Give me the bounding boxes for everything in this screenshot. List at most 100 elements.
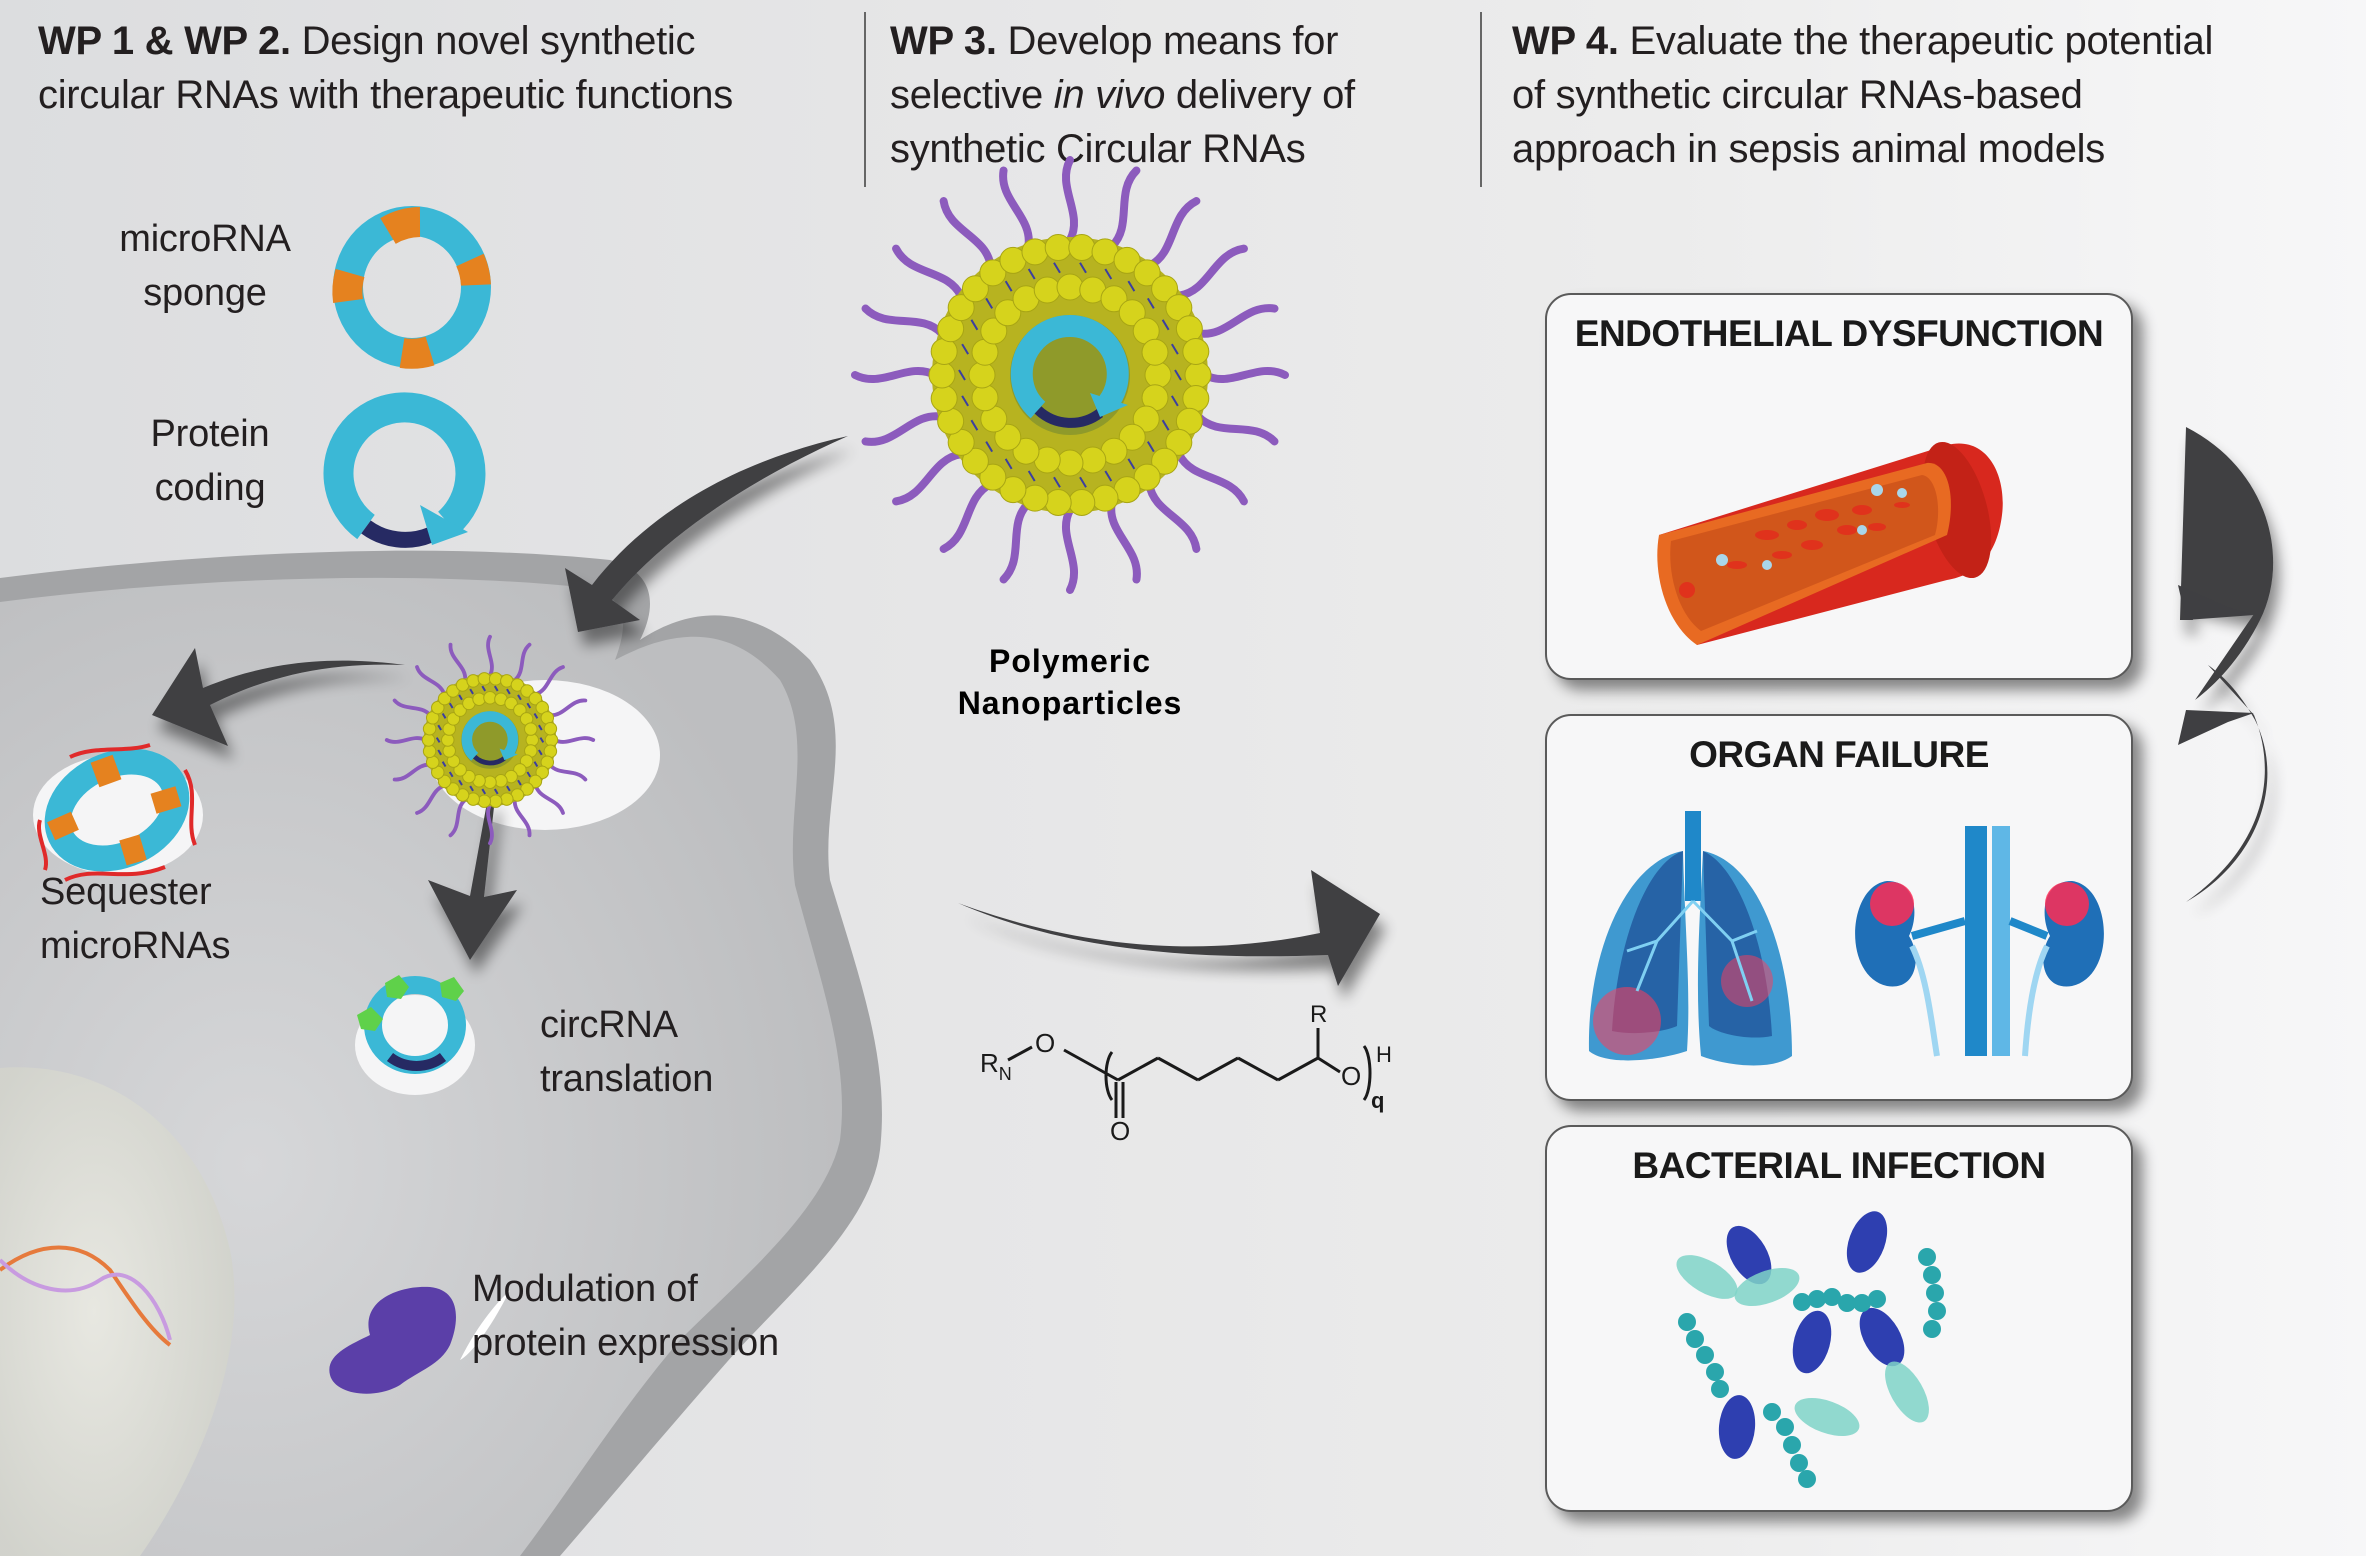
lungs-icon bbox=[1588, 811, 1792, 1066]
np-bead bbox=[937, 407, 965, 435]
header-wp4-line2: of synthetic circular RNAs-based bbox=[1512, 73, 2083, 117]
coccus bbox=[1928, 1302, 1946, 1320]
np-linker bbox=[961, 343, 969, 355]
sequester-label-line2: microRNAs bbox=[40, 925, 231, 967]
np-linker bbox=[437, 749, 442, 756]
coccus bbox=[1923, 1320, 1941, 1338]
translation-label: circRNA translation bbox=[540, 998, 713, 1106]
np-linker bbox=[493, 788, 499, 795]
np-linker bbox=[1053, 262, 1061, 274]
panel-bacterial-infection: BACTERIAL INFECTION bbox=[1545, 1125, 2133, 1512]
np-linker bbox=[493, 685, 499, 692]
np-linker bbox=[985, 297, 994, 309]
translation-label-line2: translation bbox=[540, 1058, 714, 1100]
np-linker bbox=[985, 441, 994, 453]
np-linker bbox=[441, 761, 447, 768]
arrow-to-cell bbox=[565, 436, 848, 632]
np-bead bbox=[422, 744, 437, 759]
peg-chain bbox=[448, 797, 468, 838]
peg-chain bbox=[415, 665, 447, 697]
flagellated-bacterium bbox=[1885, 1361, 1929, 1423]
peg-chain bbox=[486, 634, 494, 678]
header-wp3-line3: synthetic Circular RNAs bbox=[890, 127, 1306, 171]
structure-bonds bbox=[1007, 1028, 1372, 1118]
polymeric-nanoparticle-icon bbox=[851, 156, 1289, 594]
np-bead bbox=[544, 733, 559, 747]
structure-o-carbonyl: O bbox=[1110, 1116, 1130, 1146]
np-bead bbox=[1133, 463, 1161, 491]
np-bead bbox=[979, 463, 1007, 491]
coccus bbox=[1798, 1470, 1816, 1488]
bacteria-icon bbox=[1676, 1211, 1946, 1488]
polymer-chemical-structure: RN O O R O H q bbox=[980, 1001, 1392, 1146]
rod-bacterium bbox=[1718, 1395, 1756, 1459]
np-linker bbox=[448, 702, 454, 709]
panel-title-bacterial: BACTERIAL INFECTION bbox=[1632, 1145, 2046, 1186]
coccus bbox=[1918, 1248, 1936, 1266]
peg-chain bbox=[392, 698, 433, 718]
np-bead bbox=[968, 361, 996, 389]
coccus bbox=[1706, 1363, 1724, 1381]
np-bead bbox=[961, 275, 989, 303]
rod-bacterium bbox=[1859, 1307, 1905, 1367]
nanoparticle-label-line1: Polymeric bbox=[989, 643, 1151, 679]
peg-chain bbox=[547, 698, 588, 718]
np-bead bbox=[528, 774, 543, 789]
header-wp4-bold: WP 4. bbox=[1512, 19, 1619, 63]
protein-coding-label-line2: coding bbox=[154, 467, 266, 509]
peg-chain bbox=[1175, 450, 1248, 506]
np-linker bbox=[958, 369, 966, 381]
red-blood-cells bbox=[1679, 502, 1910, 598]
peg-chain bbox=[851, 366, 939, 384]
np-linker bbox=[517, 694, 522, 701]
np-linker bbox=[506, 688, 511, 695]
arrow-endothelial-to-organ bbox=[2180, 427, 2274, 700]
np-bead bbox=[1133, 259, 1161, 287]
arrow-to-translation bbox=[428, 797, 517, 960]
coccus bbox=[1823, 1288, 1841, 1306]
np-bead bbox=[1175, 315, 1203, 343]
np-bead bbox=[543, 721, 558, 736]
np-linker bbox=[1161, 419, 1170, 431]
np-bead bbox=[1021, 238, 1049, 266]
nanoparticle-in-cell-icon bbox=[384, 634, 596, 846]
np-circrna bbox=[461, 711, 519, 761]
header-wp12-bold: WP 1 & WP 2. bbox=[38, 19, 291, 63]
coccus bbox=[1711, 1380, 1729, 1398]
np-linker bbox=[458, 694, 463, 701]
np-linker bbox=[1174, 369, 1182, 381]
np-bead bbox=[535, 765, 549, 780]
np-bead bbox=[1118, 423, 1146, 451]
np-bead bbox=[1100, 285, 1128, 313]
peg-chain bbox=[939, 480, 995, 553]
peg-chain bbox=[486, 802, 494, 846]
np-linker bbox=[526, 702, 532, 709]
arrow-bacteria-to-organ-head bbox=[2178, 710, 2254, 745]
coccus bbox=[1923, 1266, 1941, 1284]
sequester-label: Sequester microRNAs bbox=[40, 865, 231, 973]
np-linker bbox=[441, 712, 447, 719]
modulation-label: Modulation of protein expression bbox=[472, 1262, 779, 1370]
header-wp3-line1: Develop means for bbox=[996, 19, 1339, 63]
np-linker bbox=[961, 395, 969, 407]
coccus bbox=[1678, 1313, 1696, 1331]
nucleus bbox=[0, 1067, 235, 1556]
np-bead bbox=[1044, 234, 1072, 262]
divider-1 bbox=[864, 12, 866, 187]
header-wp12: WP 1 & WP 2. Design novel synthetic circ… bbox=[38, 14, 733, 122]
np-linker bbox=[1104, 470, 1113, 482]
flagellated-bacterium bbox=[1676, 1255, 1738, 1299]
np-linker bbox=[970, 419, 979, 431]
np-bead bbox=[1056, 449, 1084, 477]
modulation-label-line2: protein expression bbox=[472, 1322, 779, 1364]
arrow-to-sequester bbox=[152, 648, 405, 746]
np-linker bbox=[1004, 280, 1013, 292]
coccus bbox=[1868, 1290, 1886, 1308]
np-linker bbox=[1079, 262, 1087, 274]
peg-chain bbox=[1145, 197, 1201, 270]
arrow-endothelial-to-organ-head bbox=[2178, 585, 2254, 620]
peg-chain bbox=[1145, 480, 1201, 553]
peg-chain bbox=[392, 762, 433, 782]
np-bead bbox=[455, 788, 470, 802]
peg-chain bbox=[939, 197, 995, 270]
